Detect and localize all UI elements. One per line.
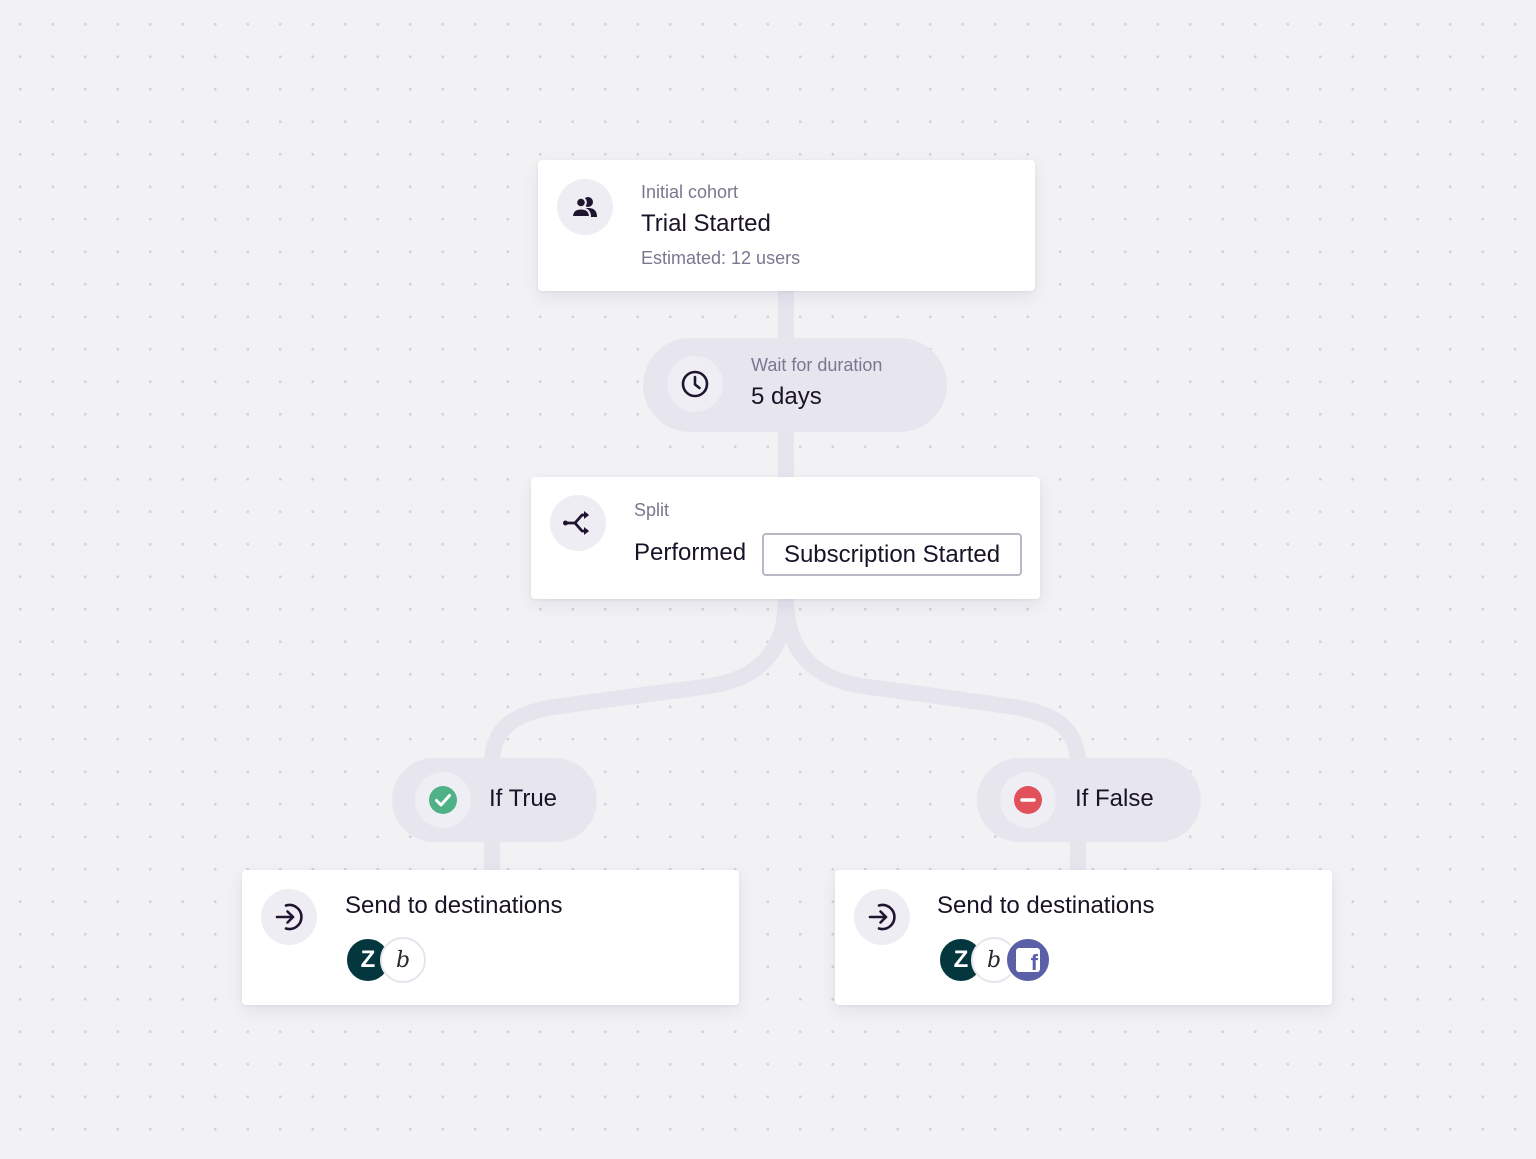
destinations-card-true[interactable]: Send to destinations Z b bbox=[242, 870, 739, 1005]
clock-icon bbox=[681, 370, 709, 398]
if-true-label: If True bbox=[489, 785, 558, 812]
split-card[interactable]: Split Performed Subscription Started bbox=[531, 477, 1040, 599]
if-false-pill[interactable]: If False bbox=[977, 758, 1201, 842]
facebook-f-icon: f bbox=[1016, 948, 1040, 972]
if-false-label: If False bbox=[1075, 785, 1154, 812]
send-icon-circle bbox=[261, 889, 317, 945]
split-condition: Performed bbox=[634, 539, 747, 566]
send-icon-circle bbox=[854, 889, 910, 945]
cohort-label: Initial cohort bbox=[641, 182, 739, 202]
cohort-name: Trial Started bbox=[641, 210, 771, 237]
split-label: Split bbox=[634, 500, 670, 520]
wait-duration-pill[interactable]: Wait for duration 5 days bbox=[643, 338, 947, 432]
braze-logo: b bbox=[380, 937, 426, 983]
check-circle-icon bbox=[429, 786, 457, 814]
facebook-logo: f bbox=[1005, 937, 1051, 983]
send-arrow-icon bbox=[275, 903, 303, 931]
destinations-title: Send to destinations bbox=[937, 892, 1155, 919]
connector-split-to-false bbox=[778, 590, 1086, 773]
split-event-chip[interactable]: Subscription Started bbox=[762, 533, 1022, 576]
wait-label: Wait for duration bbox=[751, 355, 883, 375]
wait-value: 5 days bbox=[751, 383, 822, 410]
destinations-card-false[interactable]: Send to destinations Z b f bbox=[835, 870, 1332, 1005]
false-icon-circle bbox=[1000, 772, 1056, 828]
cohort-icon-circle bbox=[557, 179, 613, 235]
connector-split-to-true bbox=[484, 590, 794, 773]
send-arrow-icon bbox=[868, 903, 896, 931]
destinations-title: Send to destinations bbox=[345, 892, 563, 919]
split-icon-circle bbox=[550, 495, 606, 551]
minus-circle-icon bbox=[1014, 786, 1042, 814]
wait-icon-circle bbox=[667, 356, 723, 412]
if-true-pill[interactable]: If True bbox=[392, 758, 597, 842]
users-icon bbox=[571, 196, 597, 218]
split-icon bbox=[563, 511, 589, 535]
initial-cohort-card[interactable]: Initial cohort Trial Started Estimated: … bbox=[538, 160, 1035, 291]
true-icon-circle bbox=[415, 772, 471, 828]
cohort-estimate: Estimated: 12 users bbox=[641, 248, 801, 268]
